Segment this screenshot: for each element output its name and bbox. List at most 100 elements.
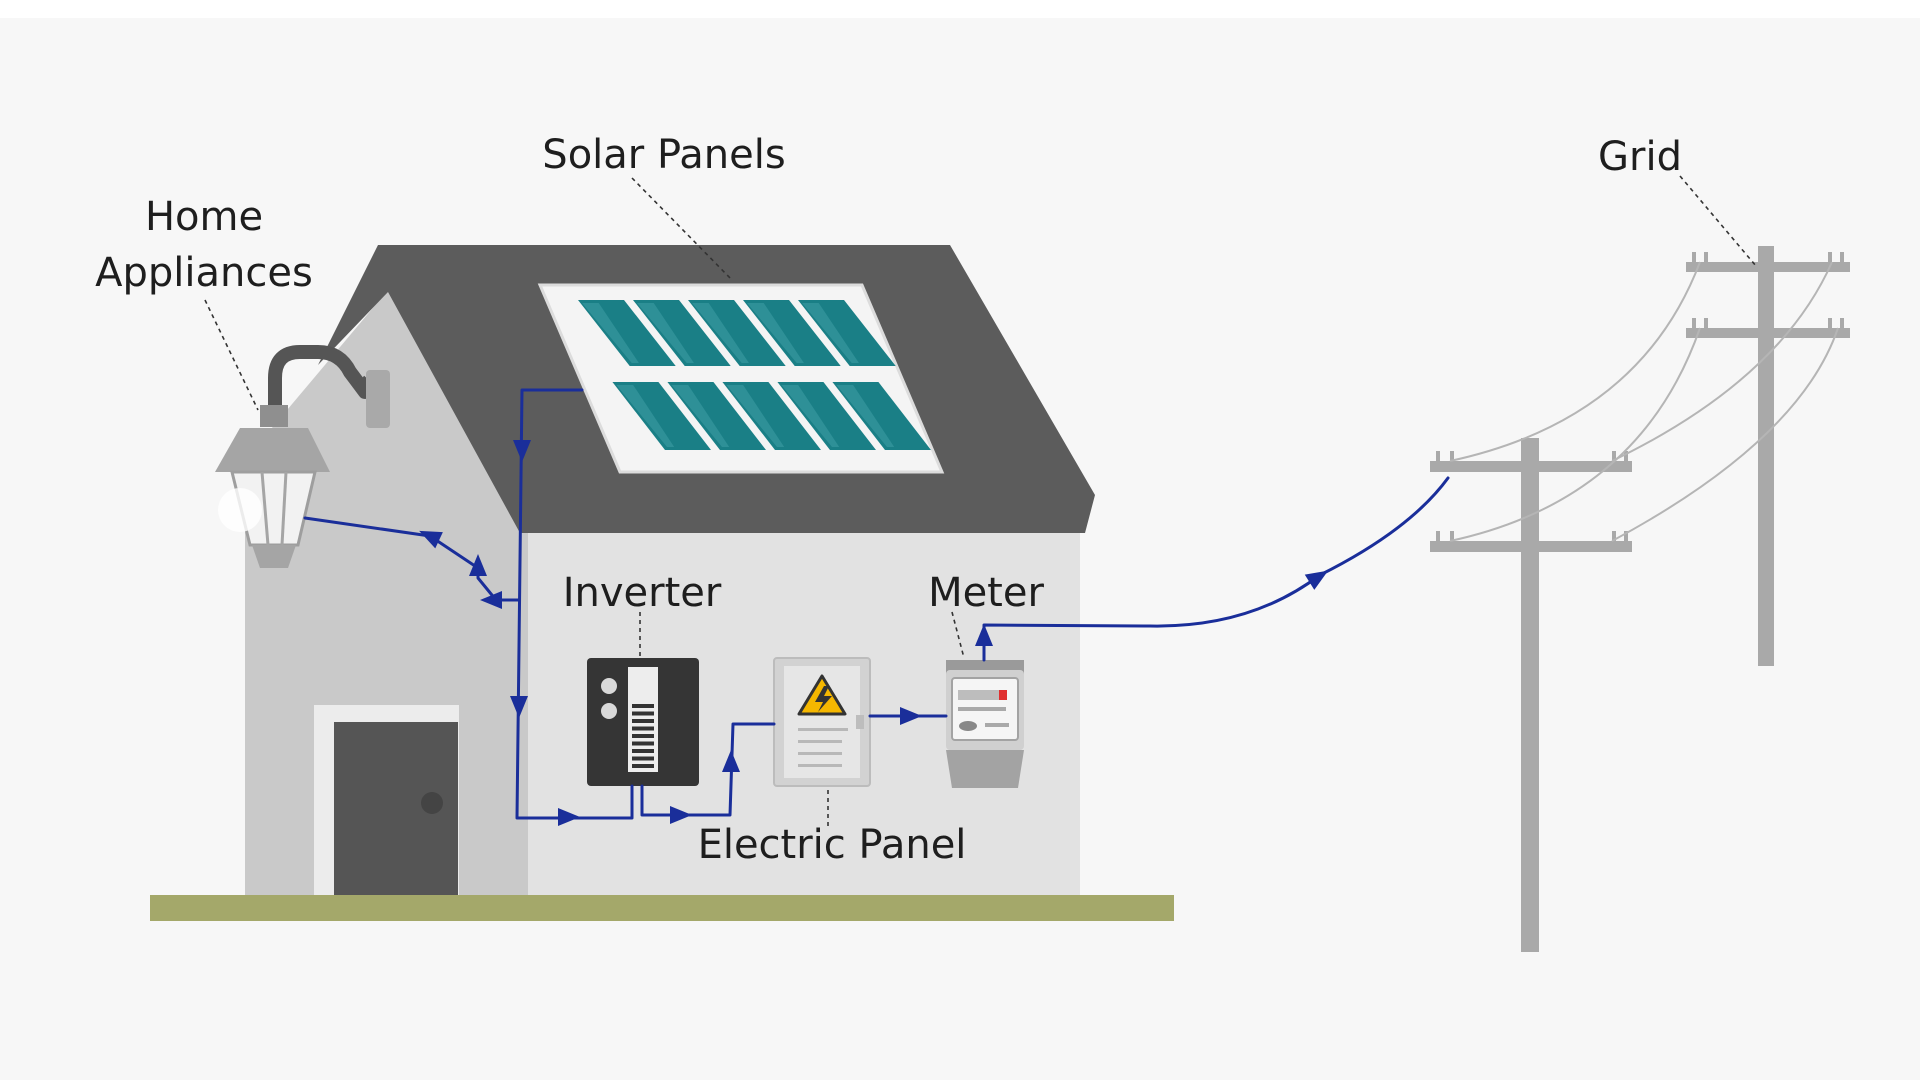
label-grid: Grid [1598, 134, 1682, 180]
flow-arrow [670, 806, 692, 824]
leader-grid [1679, 175, 1757, 267]
solar-cell-highlight [781, 385, 840, 447]
inverter-bar [632, 741, 654, 746]
flow-arrow [419, 530, 443, 549]
electric-panel-line [798, 728, 848, 731]
inverter-bar [632, 756, 654, 761]
door-knob [421, 792, 443, 814]
insulator [1436, 531, 1440, 541]
meter-red-dial [999, 690, 1007, 700]
inverter-bar [632, 704, 654, 708]
labels: Home Appliances Solar Panels Grid Invert… [95, 132, 1682, 868]
flow-arrow [480, 591, 502, 609]
grid-cable [1449, 261, 1701, 462]
lamp-glass-line [280, 471, 288, 546]
insulator [1692, 252, 1696, 262]
flow-arrow [510, 696, 528, 718]
solar-panel [537, 283, 945, 474]
inverter-bar [632, 764, 654, 768]
lamp-neck [260, 405, 288, 427]
insulator [1828, 318, 1832, 328]
label-home-appliances-line1: Home [145, 194, 263, 240]
insulator [1828, 252, 1832, 262]
grid-cable [1449, 327, 1701, 542]
inverter-bar [632, 749, 654, 753]
lamp-cap [215, 428, 330, 472]
meter-dial [958, 690, 1006, 700]
solar-cell-highlight [637, 303, 694, 363]
electric-panel-line [798, 740, 842, 743]
inverter-bar [632, 719, 654, 723]
energy-flow [303, 388, 1450, 826]
solar-cell-highlight [802, 303, 859, 363]
back-pole-crossarm [1686, 328, 1850, 338]
insulator [1692, 318, 1696, 328]
solar-cell-highlight [692, 303, 749, 363]
lamp-glass-line [260, 471, 270, 546]
back-pole [1758, 246, 1774, 666]
lightning-icon [815, 686, 832, 712]
lamp-glow [218, 488, 262, 532]
wire-inverter-to-panel [640, 722, 776, 817]
flow-arrow [558, 808, 580, 826]
solar-cell-highlight [616, 385, 675, 447]
inverter-bar [632, 726, 654, 731]
inverter-socket [601, 703, 617, 719]
meter-plate [985, 723, 1009, 727]
inverter-device [587, 658, 699, 786]
grid-cable [1611, 327, 1839, 542]
flow-arrow [900, 707, 922, 725]
insulator [1704, 318, 1708, 328]
back-pole-crossarm [1686, 262, 1850, 272]
electric-panel-line [798, 764, 842, 767]
utility-poles [1430, 246, 1850, 952]
flow-arrow [469, 554, 487, 576]
insulator [1612, 451, 1616, 461]
insulator [1624, 451, 1628, 461]
lamp-wall-mount [366, 370, 390, 428]
meter-device [946, 660, 1024, 788]
top-band [0, 0, 1920, 18]
meter-label-line [958, 707, 1006, 711]
insulator [1450, 451, 1454, 461]
lamp-arm [268, 345, 372, 419]
electric-panel-line [798, 752, 842, 755]
grid-cable [1611, 261, 1833, 462]
flow-arrow [975, 624, 993, 646]
meter-disc [959, 721, 977, 731]
inverter-bar [632, 734, 654, 738]
electric-panel-latch [856, 715, 864, 729]
insulator [1840, 318, 1844, 328]
solar-cell-highlight [671, 385, 730, 447]
inverter-bar [632, 711, 654, 716]
flow-arrow [513, 440, 531, 462]
wire-solar-to-inverter [515, 388, 634, 820]
meter-base [946, 750, 1024, 788]
front-pole-crossarm [1430, 541, 1632, 552]
leader-home-appliances [204, 299, 259, 411]
solar-cell-highlight [747, 303, 804, 363]
front-pole-crossarm [1430, 461, 1632, 472]
flow-arrow [722, 750, 740, 772]
solar-cell-highlight [726, 385, 785, 447]
label-solar-panels: Solar Panels [542, 132, 785, 178]
inverter-socket [601, 678, 617, 694]
wall-lamp [215, 345, 390, 568]
insulator [1624, 531, 1628, 541]
insulator [1612, 531, 1616, 541]
ground-strip [150, 895, 1174, 921]
insulator [1450, 531, 1454, 541]
front-pole [1521, 438, 1539, 952]
lamp-base [252, 545, 296, 568]
insulator [1704, 252, 1708, 262]
label-home-appliances-line2: Appliances [95, 250, 313, 296]
electric-panel-device [773, 657, 871, 787]
solar-cell-highlight [582, 303, 639, 363]
insulator [1436, 451, 1440, 461]
label-inverter: Inverter [563, 570, 722, 616]
label-meter: Meter [928, 570, 1044, 616]
insulator [1840, 252, 1844, 262]
flow-arrow [1304, 570, 1329, 590]
solar-cell-highlight [836, 385, 895, 447]
